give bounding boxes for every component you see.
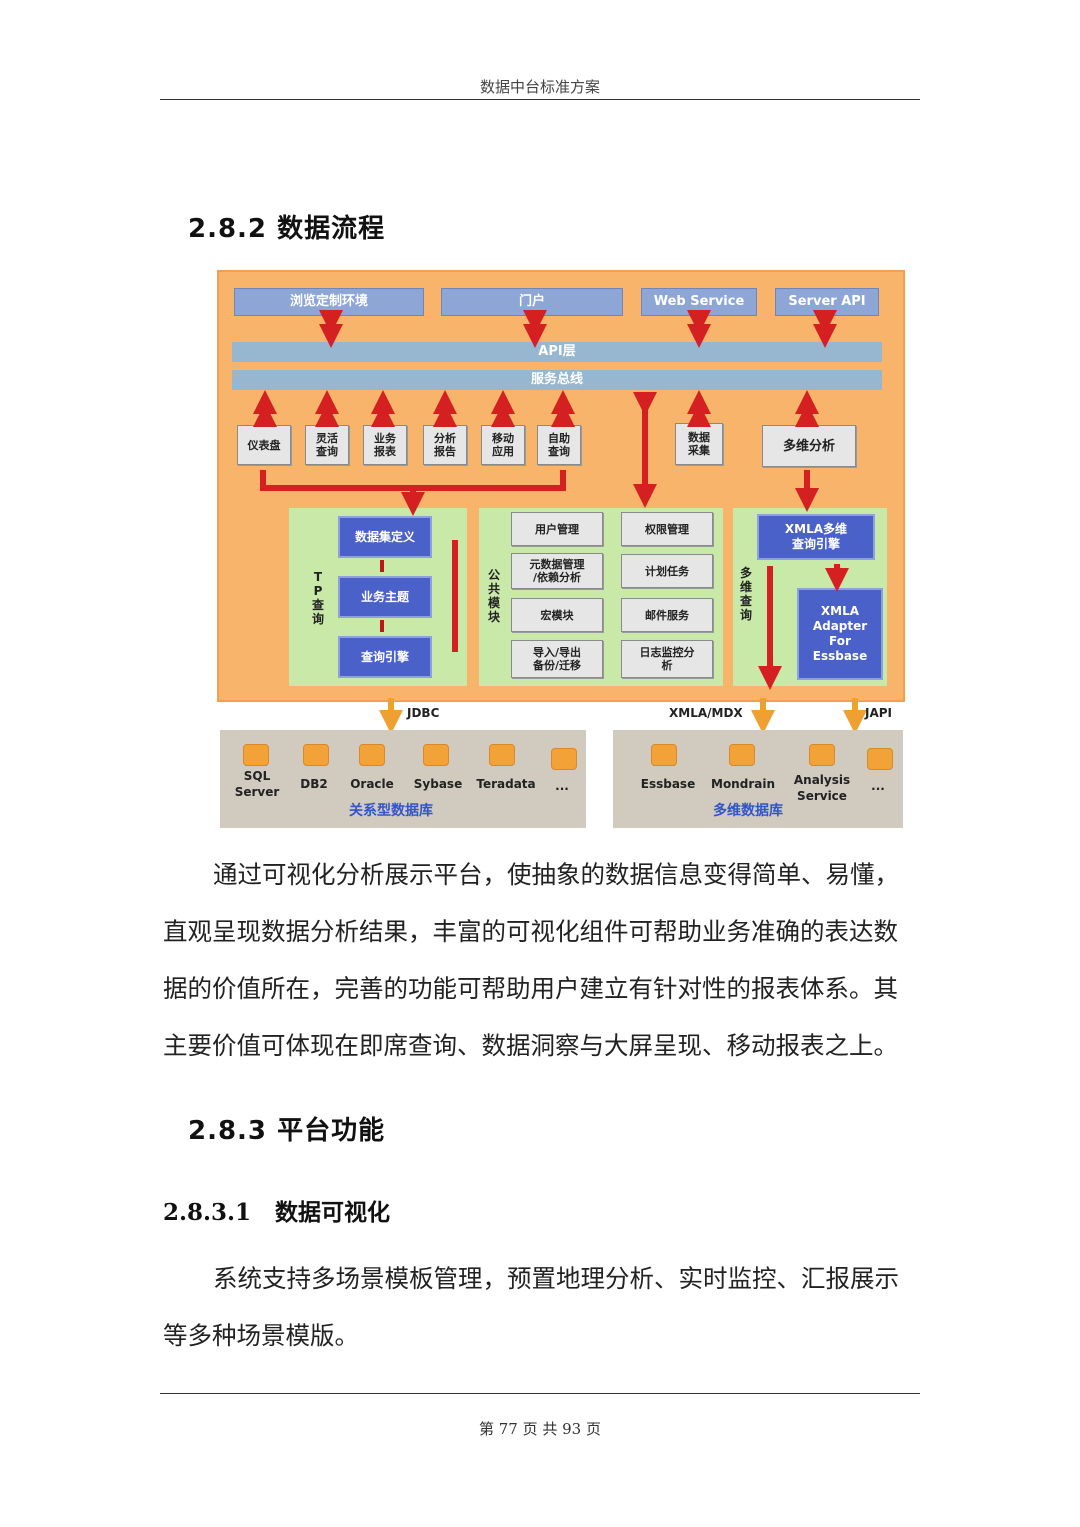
db-icon xyxy=(423,744,449,766)
relational-db-area xyxy=(220,730,586,828)
relational-db-title: 关系型数据库 xyxy=(349,803,433,819)
section-heading-2-8-3-1: 2.8.3.1 数据可视化 xyxy=(163,1193,390,1227)
section-number: 2.8.3.1 xyxy=(163,1199,252,1226)
db-icon xyxy=(489,744,515,766)
xmla-adapter-essbase: XMLA Adapter For Essbase xyxy=(797,588,883,680)
module-self-service-query: 自助 查询 xyxy=(537,425,581,465)
db-oracle: Oracle xyxy=(350,777,394,791)
japi-label: JAPI xyxy=(865,706,893,720)
xmla-query-engine: XMLA多维 查询引擎 xyxy=(757,514,875,560)
api-layer-band: API层 xyxy=(232,342,882,362)
module-dashboard: 仪表盘 xyxy=(237,425,291,465)
tp-dataset-definition: 数据集定义 xyxy=(338,516,432,558)
db-more: ... xyxy=(871,779,885,793)
db-icon xyxy=(867,748,893,770)
multidim-query-label: 多维查询 xyxy=(739,566,752,622)
jdbc-label: JDBC xyxy=(407,706,440,720)
common-mail-service: 邮件服务 xyxy=(621,598,713,632)
module-data-collection: 数据 采集 xyxy=(675,423,723,465)
service-bus-band: 服务总线 xyxy=(232,370,882,390)
db-icon xyxy=(551,748,577,770)
db-icon xyxy=(243,744,269,766)
xmla-mdx-label: XMLA/MDX xyxy=(669,706,743,720)
module-analysis-report: 分析 报告 xyxy=(423,425,467,465)
db-db2: DB2 xyxy=(300,777,328,791)
page-header-title: 数据中台标准方案 xyxy=(479,78,600,96)
paragraph-line: 通过可视化分析展示平台，使抽象的数据信息变得简单、易懂， xyxy=(213,860,899,889)
module-business-report: 业务 报表 xyxy=(363,425,407,465)
db-icon xyxy=(651,744,677,766)
db-essbase: Essbase xyxy=(640,777,696,791)
paragraph-line: 等多种场景模版。 xyxy=(163,1321,359,1350)
common-import-export: 导入/导出 备份/迁移 xyxy=(511,640,603,678)
section-title: 数据可视化 xyxy=(275,1199,391,1226)
footer-rule xyxy=(160,1393,920,1394)
db-mondrain: Mondrain xyxy=(711,777,775,791)
db-analysis-service: Analysis Service xyxy=(793,773,851,803)
header-rule xyxy=(160,99,920,100)
paragraph-scene-templates: 系统支持多场景模板管理，预置地理分析、实时监控、汇报展示 等多种场景模版。 xyxy=(163,1250,918,1364)
paragraph-line: 直观呈现数据分析结果，丰富的可视化组件可帮助业务准确的表达数 xyxy=(163,917,898,946)
common-user-management: 用户管理 xyxy=(511,512,603,546)
module-mobile-app: 移动 应用 xyxy=(481,425,525,465)
flow-arrows xyxy=(253,310,867,734)
db-icon xyxy=(303,744,329,766)
db-more: ... xyxy=(555,779,569,793)
section-heading-2-8-2: 2.8.2 数据流程 xyxy=(188,214,386,244)
common-macro-module: 宏模块 xyxy=(511,598,603,632)
common-modules-label: 公共模块 xyxy=(487,568,500,624)
paragraph-visualization-intro: 通过可视化分析展示平台，使抽象的数据信息变得简单、易懂， 直观呈现数据分析结果，… xyxy=(163,846,918,1074)
multidim-db-title: 多维数据库 xyxy=(713,803,783,819)
tp-query-engine: 查询引擎 xyxy=(338,636,432,678)
paragraph-line: 主要价值可体现在即席查询、数据洞察与大屏呈现、移动报表之上。 xyxy=(163,1031,898,1060)
common-metadata-management: 元数据管理 /依赖分析 xyxy=(511,553,603,589)
module-multidim-analysis: 多维分析 xyxy=(762,425,856,467)
tp-query-label: TP查询 xyxy=(311,570,324,626)
paragraph-line: 系统支持多场景模板管理，预置地理分析、实时监控、汇报展示 xyxy=(213,1264,899,1293)
db-teradata: Teradata xyxy=(476,777,536,791)
tp-business-topic: 业务主题 xyxy=(338,576,432,618)
db-icon xyxy=(729,744,755,766)
common-log-monitoring: 日志监控分 析 xyxy=(621,640,713,678)
db-sybase: Sybase xyxy=(413,777,463,791)
module-flexible-query: 灵活 查询 xyxy=(305,425,349,465)
db-sql-server: SQL Server xyxy=(234,769,280,799)
paragraph-line: 据的价值所在，完善的功能可帮助用户建立有针对性的报表体系。其 xyxy=(163,974,898,1003)
db-icon xyxy=(809,744,835,766)
section-heading-2-8-3: 2.8.3 平台功能 xyxy=(188,1116,386,1146)
data-flow-diagram: 浏览定制环境 门户 Web Service Server API API层 服务… xyxy=(217,270,905,830)
db-icon xyxy=(359,744,385,766)
common-scheduled-tasks: 计划任务 xyxy=(621,554,713,588)
page-number: 第 77 页 共 93 页 xyxy=(478,1420,601,1438)
common-permission-management: 权限管理 xyxy=(621,512,713,546)
